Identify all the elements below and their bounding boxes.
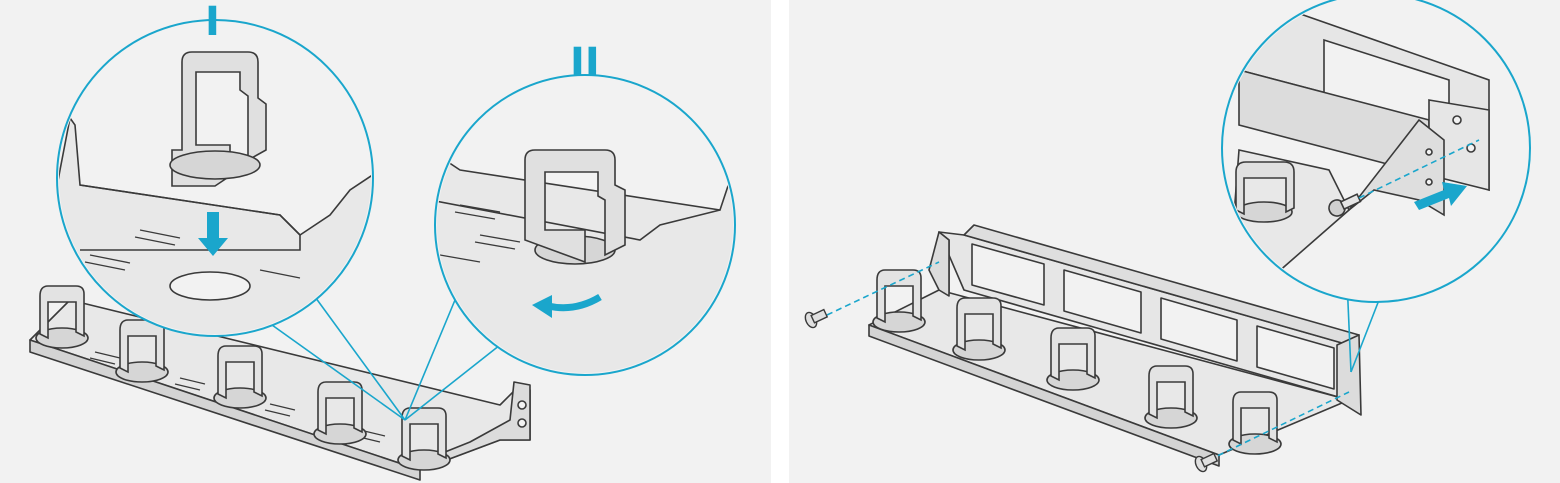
screw xyxy=(1328,193,1362,217)
left-illustration-panel: I II xyxy=(0,0,771,483)
detail-callout-step-2 xyxy=(434,74,736,376)
screw xyxy=(1194,452,1219,473)
cable-ring xyxy=(1228,391,1282,455)
cable-ring xyxy=(872,269,926,333)
step-label-1: I xyxy=(205,0,220,45)
detail-callout-screw xyxy=(1221,0,1531,303)
cable-ring xyxy=(1144,365,1198,429)
callout-lines xyxy=(257,289,501,421)
cable-ring xyxy=(213,345,267,409)
cable-ring xyxy=(313,381,367,445)
right-illustration-panel: 2X xyxy=(789,0,1560,483)
tray-with-rings-drawing xyxy=(29,19,736,481)
cable-tray xyxy=(29,299,531,481)
cable-ring xyxy=(952,297,1006,361)
cable-rings xyxy=(35,285,451,471)
rack-panel xyxy=(938,224,1360,401)
push-arrow-icon xyxy=(1414,182,1467,210)
rotate-arrow-icon xyxy=(532,293,602,318)
cable-ring xyxy=(115,319,169,383)
cable-rings xyxy=(872,269,1282,455)
cable-ring xyxy=(1046,327,1100,391)
screws xyxy=(804,308,1219,473)
cable-tray xyxy=(868,231,1362,467)
down-arrow-icon xyxy=(198,212,228,256)
screw xyxy=(804,308,829,329)
cable-ring xyxy=(397,407,451,471)
cable-ring xyxy=(35,285,89,349)
rack-mount-drawing xyxy=(804,0,1531,473)
screw-guides xyxy=(826,261,1350,461)
detail-callout-step-1 xyxy=(56,19,374,337)
step-label-2: II xyxy=(570,40,600,86)
